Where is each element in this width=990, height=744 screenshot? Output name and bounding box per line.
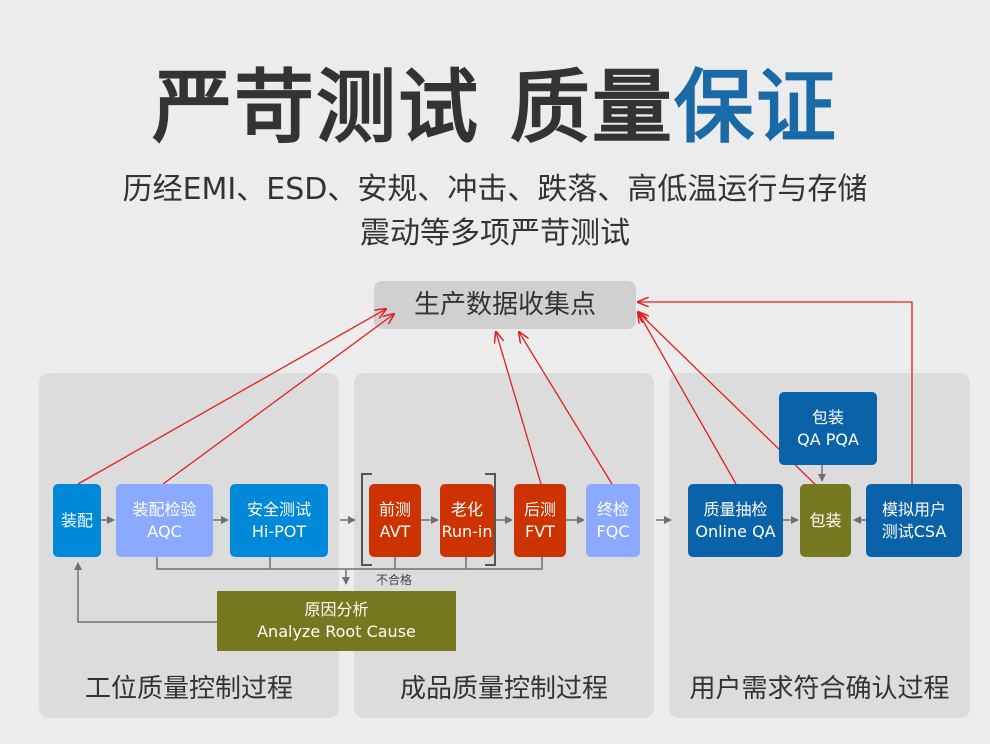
data-collection-hub: 生产数据收集点 (374, 281, 636, 329)
node-assembly: 装配 (53, 484, 101, 557)
red-arrow-fvt (496, 332, 542, 485)
panel-label-user-acceptance: 用户需求符合确认过程 (689, 674, 950, 704)
page-title: 严苛测试 质量保证 (152, 61, 838, 154)
arrow-root-cause-assembly (74, 562, 217, 623)
fail-collector-line (156, 557, 543, 570)
subtitle-line-2: 震动等多项严苛测试 (360, 216, 630, 251)
node-csa: 模拟用户测试CSA (866, 484, 962, 557)
red-arrow-csa (638, 302, 913, 484)
node-packing: 包装 (800, 484, 851, 557)
red-arrow-fqc (519, 332, 613, 485)
subtitle-line-1: 历经EMI、ESD、安规、冲击、跌落、高低温运行与存储 (122, 172, 868, 207)
red-arrow-onlineqa (638, 312, 737, 485)
title-accent: 保证 (673, 61, 838, 154)
fail-note: 不合格 (376, 573, 413, 587)
bracket-left (361, 473, 372, 566)
bracket-right (485, 473, 496, 566)
red-arrow-assembly (77, 309, 386, 485)
panel-label-product-qc: 成品质量控制过程 (399, 674, 608, 704)
red-arrow-aqc (162, 314, 394, 485)
panel-label-station-qc: 工位质量控制过程 (84, 674, 293, 704)
